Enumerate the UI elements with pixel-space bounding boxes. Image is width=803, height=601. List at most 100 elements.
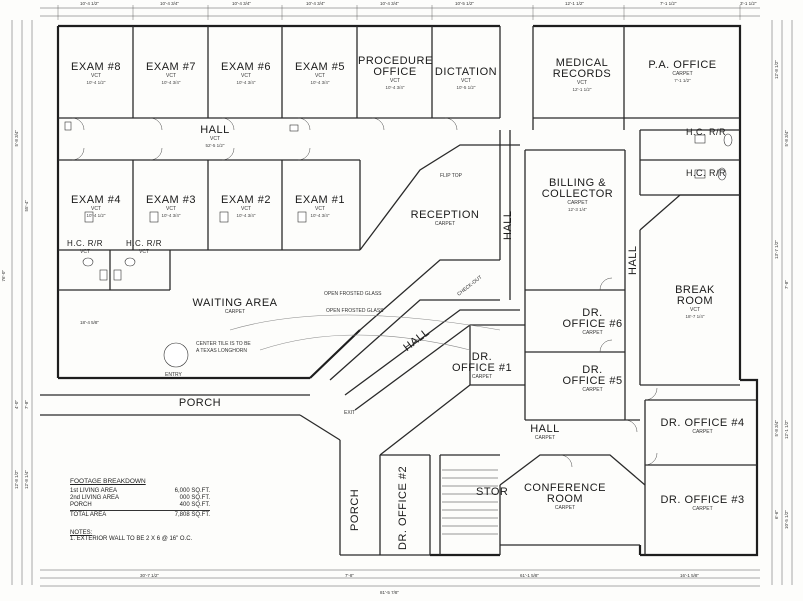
footage-total-row: TOTAL AREA 7,808 SQ.FT. <box>70 510 210 519</box>
room-name: DICTATION <box>434 66 498 78</box>
room-dimension: 52'-5 1/2" <box>205 143 225 148</box>
room-name: HALL <box>502 210 514 240</box>
room-floor: CARPET <box>582 330 603 336</box>
room-floor: CARPET <box>692 429 713 435</box>
room-floor: VCT <box>577 80 587 86</box>
room-dimension: 10'-4 1/2" <box>86 80 106 85</box>
room-name-line2: OFFICE #5 <box>562 375 623 387</box>
dim-right-3: 13'-7 1/2" <box>774 240 779 259</box>
room-floor: VCT <box>166 73 176 79</box>
footage-value: 6,000 SQ.FT. <box>174 488 210 494</box>
procedure-office: PROCEDURE OFFICE VCT 10'-4 3/4" <box>358 56 432 91</box>
dim-bottom-5: 16'-1 5/8" <box>680 573 699 578</box>
room-floor: VCT <box>390 78 400 84</box>
room-floor: VCT <box>690 307 700 313</box>
room-name: DR. OFFICE #3 <box>660 494 745 506</box>
callout-open-glass-2: OPEN FROSTED GLASS <box>326 308 384 314</box>
room-name: EXAM #1 <box>295 194 345 206</box>
dim-left-1: 76'-0" <box>1 270 6 282</box>
dim-top-7: 12'-1 1/2" <box>565 1 584 6</box>
pa-office: P.A. OFFICE CARPET 7'-1 1/2" <box>630 60 735 84</box>
room-dimension: 10'-4 3/4" <box>236 80 256 85</box>
storage: STOR <box>476 486 509 498</box>
hc-restroom-2: H.C. R/R VCT <box>120 238 168 256</box>
room-floor: VCT <box>166 206 176 212</box>
footage-total-label: TOTAL AREA <box>70 512 107 518</box>
footage-total-value: 7,808 SQ.FT. <box>174 512 210 518</box>
room-name-line2: COLLECTOR <box>541 188 614 200</box>
footage-breakdown: FOOTAGE BREAKDOWN 1st LIVING AREA 6,000 … <box>70 478 210 519</box>
room-name: WAITING AREA <box>192 297 278 309</box>
footage-value: 400 SQ.FT. <box>179 502 210 508</box>
dim-left-5: 12'-8 1/4" <box>24 470 29 489</box>
conference-room: CONFERENCE ROOM CARPET <box>515 483 615 512</box>
room-dimension: 10'-4 3/4" <box>310 80 330 85</box>
room-name: PORCH <box>349 488 361 532</box>
dim-top-9: 3'-1 1/2" <box>740 1 757 6</box>
room-floor: VCT <box>241 73 251 79</box>
room-dimension: 10'-4 3/4" <box>385 85 405 90</box>
room-name: STOR <box>476 486 509 498</box>
room-dimension: 10'-4 3/4" <box>236 213 256 218</box>
footage-label: PORCH <box>70 502 92 508</box>
room-name-line2: OFFICE #6 <box>562 318 623 330</box>
dr-office-6: DR. OFFICE #6 CARPET <box>560 308 625 337</box>
room-name: H.C. R/R <box>686 168 726 178</box>
room-name: PORCH <box>178 397 222 409</box>
room-floor: CARPET <box>582 387 603 393</box>
exam-room-4: EXAM #4 VCT 10'-4 1/2" <box>60 195 132 219</box>
room-name: DR. <box>471 351 493 363</box>
dim-left-4: 12'-8 1/2" <box>14 470 19 489</box>
dim-right-1: 12'-8 1/2" <box>774 60 779 79</box>
footage-row: 2nd LIVING AREA 000 SQ.FT. <box>70 495 210 502</box>
porch: PORCH <box>170 398 230 409</box>
room-floor: CARPET <box>534 435 556 441</box>
dim-top-2: 10'-4 3/4" <box>160 1 179 6</box>
dim-bottom-1: 30'-7 1/2" <box>140 573 159 578</box>
dim-right-2: 5'-8 3/4" <box>784 130 789 147</box>
room-name: EXAM #4 <box>71 194 121 206</box>
room-dimension: 10'-4 1/2" <box>86 213 106 218</box>
dim-bottom-3: 81'-5 7/8" <box>380 590 399 595</box>
hall-right: HALL <box>627 240 639 280</box>
room-name: EXAM #8 <box>71 61 121 73</box>
room-name-line2: OFFICE #1 <box>452 362 513 374</box>
room-floor: CARPET <box>692 506 713 512</box>
room-floor: CARPET <box>672 71 693 77</box>
callout-exit: EXIT <box>344 410 356 416</box>
room-name: HALL <box>530 423 560 435</box>
room-name-line2: ROOM <box>546 493 584 505</box>
notes-title: NOTES: <box>70 530 93 536</box>
footage-label: 1st LIVING AREA <box>70 488 118 494</box>
callout-center-tile-1: CENTER TILE IS TO BE <box>196 341 251 347</box>
hc-restroom-1: H.C. R/R VCT <box>62 238 108 256</box>
footage-row: PORCH 400 SQ.FT. <box>70 502 210 509</box>
dim-left-2: 5'-8 3/4" <box>14 130 19 147</box>
room-name: P.A. OFFICE <box>648 59 717 71</box>
room-name: H.C. R/R <box>686 127 726 137</box>
room-name: EXAM #3 <box>146 194 196 206</box>
dim-bottom-2: 61'-1 5/8" <box>520 573 539 578</box>
room-name: EXAM #7 <box>146 61 196 73</box>
dim-top-3: 10'-4 3/4" <box>232 1 251 6</box>
dim-bottom-4: 7'-8" <box>345 573 354 578</box>
waiting-dimension: 18'-4 5/8" <box>80 320 99 325</box>
callout-center-tile-2: A TEXAS LONGHORN <box>196 348 248 354</box>
hc-restroom-4: H.C. R/R <box>675 168 737 179</box>
room-floor: VCT <box>91 73 101 79</box>
porch-2: PORCH <box>349 485 361 535</box>
footage-title: FOOTAGE BREAKDOWN <box>70 478 146 485</box>
dim-right-5: 5'-8 3/4" <box>774 420 779 437</box>
billing-collector: BILLING & COLLECTOR CARPET 12'-3 1/4" <box>535 178 620 213</box>
room-dimension: 12'-3 1/4" <box>568 207 587 212</box>
hall-lower: HALL CARPET <box>520 424 570 442</box>
dim-right-7: 6'-6" <box>774 510 779 519</box>
room-name: PROCEDURE <box>358 55 433 67</box>
exam-room-7: EXAM #7 VCT 10'-4 3/4" <box>135 62 207 86</box>
room-name: CONFERENCE <box>523 482 606 494</box>
room-name: EXAM #5 <box>295 61 345 73</box>
room-floor: VCT <box>139 249 149 255</box>
notes-block: NOTES: 1. EXTERIOR WALL TO BE 2 X 6 @ 16… <box>70 530 192 542</box>
